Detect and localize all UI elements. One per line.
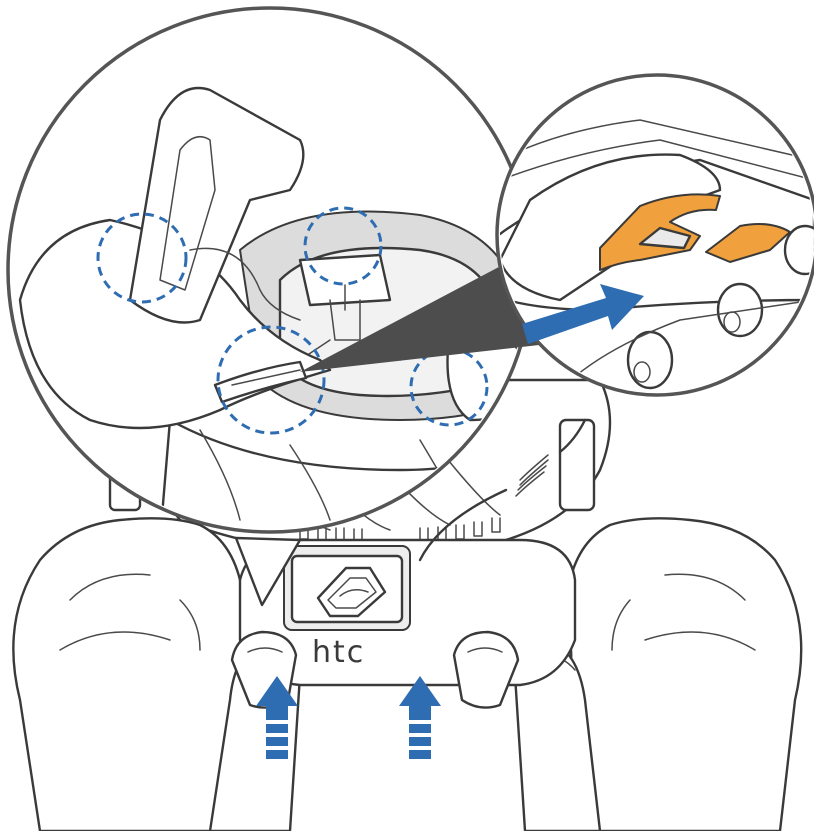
highlight-circle-icon	[216, 325, 326, 435]
detail-zoom-view	[300, 73, 814, 397]
highlight-circle-icon	[96, 212, 188, 304]
slide-arrow-icon	[522, 284, 644, 344]
coiled-cable	[418, 418, 587, 562]
push-up-arrow-icon	[256, 676, 298, 759]
right-thumb	[452, 630, 520, 709]
brand-emblem-icon	[316, 566, 387, 618]
push-up-arrow-icon	[399, 676, 441, 759]
highlight-circle-icon	[409, 347, 489, 427]
highlight-circle-icon	[303, 206, 383, 286]
left-hand	[12, 517, 302, 831]
brand-logo: htc	[312, 635, 365, 670]
right-hand	[513, 517, 803, 831]
